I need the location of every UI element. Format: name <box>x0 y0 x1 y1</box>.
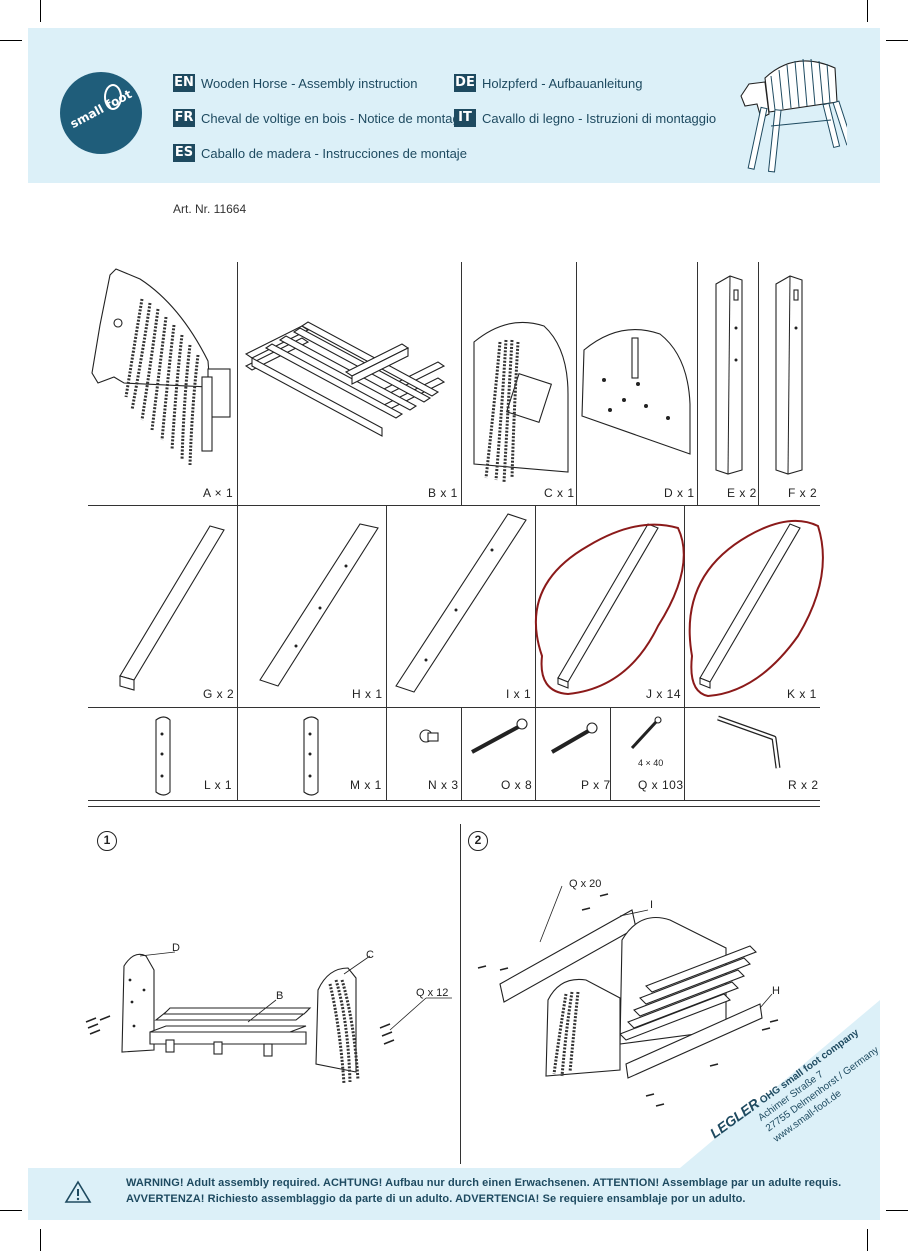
crop-mark <box>886 40 908 41</box>
step-2-illustration <box>477 885 779 1107</box>
crop-mark <box>40 0 41 22</box>
part-label-q: Q x 103 <box>638 778 684 792</box>
step-1-callout-b: B <box>276 990 284 1002</box>
part-label-r: R x 2 <box>788 778 819 792</box>
step-1-callout-c: C <box>366 949 374 961</box>
grid-divider <box>237 707 238 800</box>
part-label-h: H x 1 <box>352 687 383 701</box>
part-label-p: P x 7 <box>581 778 611 792</box>
part-label-a: A × 1 <box>203 486 234 500</box>
part-q-screw <box>630 716 662 750</box>
part-f-leg <box>775 275 803 475</box>
article-number: Art. Nr. 11664 <box>173 202 247 216</box>
step-number-2: 2 <box>468 831 488 851</box>
crop-mark <box>0 1210 22 1211</box>
part-a-horse-head <box>91 268 231 466</box>
part-k-slat <box>699 523 801 689</box>
part-label-e: E x 2 <box>727 486 757 500</box>
step-number-1: 1 <box>97 831 117 851</box>
grid-divider <box>684 707 685 800</box>
part-label-n: N x 3 <box>428 778 459 792</box>
part-label-i: I x 1 <box>506 687 532 701</box>
part-label-o: O x 8 <box>501 778 533 792</box>
crop-mark <box>886 1210 908 1211</box>
part-label-m: M x 1 <box>350 778 382 792</box>
screw-size-label: 4 × 40 <box>638 758 664 768</box>
part-r-allen-key <box>717 715 781 769</box>
grid-divider <box>88 707 820 708</box>
company-corner-band <box>680 1000 880 1168</box>
part-d-side-board <box>581 329 691 455</box>
part-j-slat <box>557 523 659 689</box>
foot-print-icon <box>104 84 122 110</box>
part-l-bracket <box>155 716 171 796</box>
part-label-d: D x 1 <box>664 486 695 500</box>
grid-divider <box>758 262 759 505</box>
part-i-rail <box>395 513 527 693</box>
step-divider <box>460 824 461 1164</box>
part-p-bolt <box>550 722 598 754</box>
part-label-l: L x 1 <box>204 778 233 792</box>
warning-text-line-1: WARNING! Adult assembly required. ACHTUN… <box>126 1177 842 1189</box>
grid-divider <box>386 707 387 800</box>
grid-divider <box>237 262 238 505</box>
grid-divider <box>461 262 462 505</box>
part-n-barrel-nut <box>419 729 439 743</box>
header-band <box>28 28 880 183</box>
small-foot-logo: small foot <box>60 72 142 154</box>
part-label-b: B x 1 <box>428 486 458 500</box>
step-1-callout-q: Q x 12 <box>416 987 449 999</box>
grid-divider <box>461 707 462 800</box>
grid-divider <box>88 800 820 801</box>
logo-text: small foot <box>67 86 135 132</box>
step-2-callout-q: Q x 20 <box>569 878 602 890</box>
grid-divider <box>386 505 387 707</box>
step-2-callout-i: I <box>650 899 654 911</box>
grid-divider <box>88 505 820 506</box>
step-1-callout-d: D <box>172 942 180 954</box>
part-label-c: C x 1 <box>544 486 575 500</box>
part-label-g: G x 2 <box>203 687 235 701</box>
part-m-bracket <box>303 716 319 796</box>
warning-triangle-icon <box>64 1180 92 1203</box>
step-1-illustration <box>85 951 452 1085</box>
grid-divider <box>535 707 536 800</box>
crop-mark <box>0 40 22 41</box>
part-g-rail <box>119 525 225 691</box>
part-e-leg <box>715 275 743 475</box>
part-label-k: K x 1 <box>787 687 817 701</box>
grid-divider <box>697 262 698 505</box>
warning-footer <box>28 1168 880 1220</box>
part-o-bolt <box>471 718 528 754</box>
grid-divider <box>684 505 685 707</box>
part-label-j: J x 14 <box>646 687 682 701</box>
highlight-marks <box>534 519 824 698</box>
warning-text-line-2: AVVERTENZA! Richiesto assemblaggio da pa… <box>126 1193 746 1205</box>
grid-divider <box>535 505 536 707</box>
step-2-callout-h: H <box>772 985 780 997</box>
part-label-f: F x 2 <box>788 486 818 500</box>
crop-mark <box>867 1229 868 1251</box>
wooden-horse-illustration <box>740 58 847 173</box>
grid-divider <box>610 707 611 800</box>
part-b-slatted-base <box>244 321 446 437</box>
grid-divider <box>88 806 820 807</box>
crop-mark <box>867 0 868 22</box>
part-h-rail <box>259 523 379 687</box>
part-c-side-board-with-mane <box>473 321 569 483</box>
grid-divider <box>576 262 577 505</box>
grid-divider <box>237 505 238 707</box>
crop-mark <box>40 1229 41 1251</box>
